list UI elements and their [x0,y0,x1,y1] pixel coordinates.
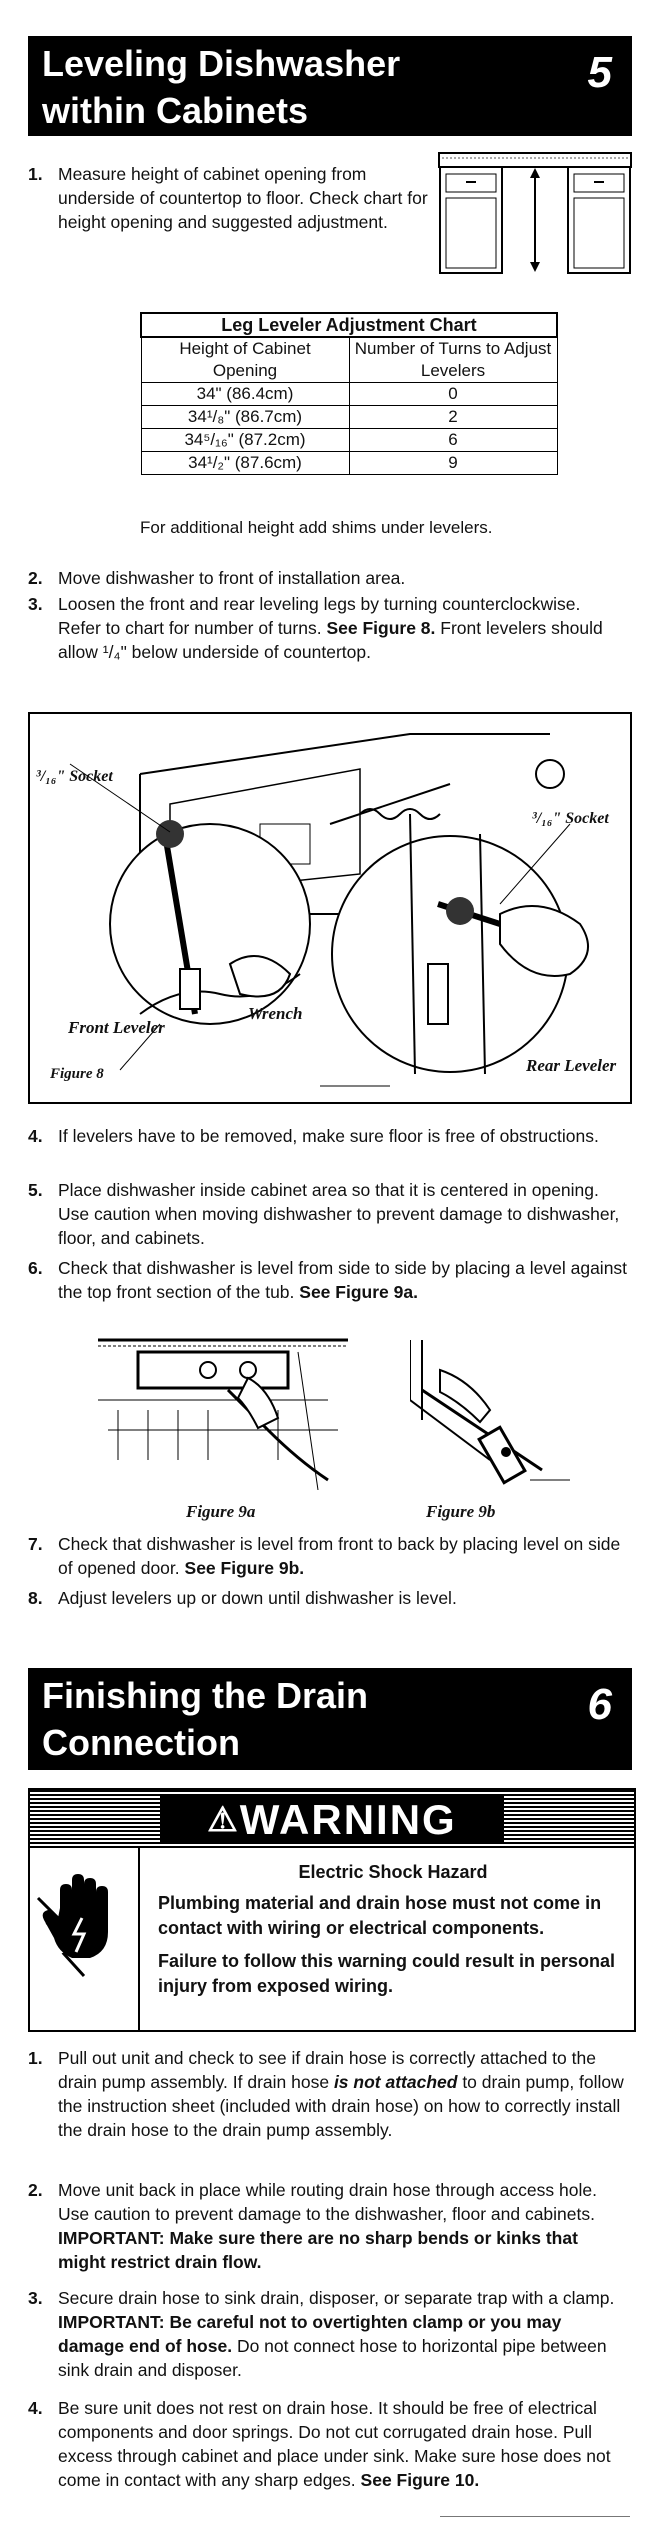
step-text-part: Loosen the front and rear leveling legs … [58,594,581,638]
shock-hazard-icon-cell [30,1848,140,2030]
important-note: IMPORTANT: Make sure there are no sharp … [58,2228,578,2272]
chart-row: 34¹/₂" (87.6cm) 9 [140,451,558,475]
step-number: 5. [28,1180,43,1200]
step-text: Check that dishwasher is level from fron… [58,1532,628,1580]
chart-row: 34" (86.4cm) 0 [140,382,558,406]
chart-title: Leg Leveler Adjustment Chart [140,312,558,338]
step-number: 3. [28,594,43,614]
figure-9a-caption: Figure 9a [186,1502,256,1521]
label-rear-leveler: Rear Leveler [526,1056,617,1075]
step-text-part: Check that dishwasher is level from fron… [58,1534,621,1578]
warning-text: Electric Shock Hazard Plumbing material … [158,1860,628,1999]
figure-8-caption: Figure 8 [50,1066,104,1082]
warning-word: WARNING [239,1796,457,1843]
emphasis-text: is not attached [333,2072,458,2092]
figure-reference: See Figure 9b. [184,1558,305,1578]
step-number: 4. [28,1126,43,1146]
warning-line-1: Plumbing material and drain hose must no… [158,1893,602,1938]
step-text: Move dishwasher to front of installation… [58,568,406,588]
chart-col-header-turns: Number of Turns to Adjust Levelers [348,336,558,383]
step-text: Adjust levelers up or down until dishwas… [58,1588,457,1608]
section-5-header: Leveling Dishwasher within Cabinets 5 [28,36,632,136]
step-text-part: Check that dishwasher is level from side… [58,1258,628,1302]
figure-8-illustration [69,733,589,1087]
section-6-title-line1: Finishing the Drain [42,1675,369,1716]
chart-note: For additional height add shims under le… [140,518,493,537]
step-text-part: Pull out unit and check to see if drain … [58,2048,596,2092]
chart-cell-turns: 2 [348,405,558,429]
chart-cell-turns: 9 [348,451,558,475]
warning-hazard-title: Electric Shock Hazard [298,1862,488,1882]
label-wrench: Wrench [248,1004,303,1023]
warning-line-2: Failure to follow this warning could res… [158,1951,616,1996]
step-number: 3. [28,2288,43,2308]
figure-reference: See Figure 10. [360,2470,480,2490]
bottom-rule [440,2516,630,2517]
step-number: 8. [28,1588,43,1608]
step-text: Loosen the front and rear leveling legs … [58,592,628,664]
section-5-title-line2: within Cabinets [42,90,309,131]
step-text: Measure height of cabinet opening from u… [58,164,428,232]
step-number: 7. [28,1534,43,1554]
figure-9b-caption: Figure 9b [426,1502,496,1521]
leg-leveler-chart: Leg Leveler Adjustment Chart Height of C… [140,312,558,475]
step-text-part: Be sure unit does not rest on drain hose… [58,2398,611,2490]
step-text-part: to drain pump, follow the instruction sh… [58,2072,624,2140]
figure-reference: See Figure 9a. [299,1282,418,1302]
chart-row: 34⁵/₁₆" (87.2cm) 6 [140,428,558,452]
step-text: Place dishwasher inside cabinet area so … [58,1180,620,1248]
step-number: 1. [28,2048,43,2068]
step-text: Secure drain hose to sink drain, dispose… [58,2286,628,2382]
section-5-number: 5 [587,48,612,97]
warning-box: ⚠WARNING Electric Shock Hazard Plumbing … [28,1788,636,2032]
step-text-part: Do not connect hose to horizontal pipe b… [58,2336,607,2380]
important-note: IMPORTANT: Be careful not to overtighten… [58,2312,562,2356]
section-6-number: 6 [587,1680,612,1729]
chart-cell-turns: 6 [348,428,558,452]
warning-triangle-icon: ⚠ [207,1801,240,1839]
step-number: 4. [28,2398,43,2418]
step-text-part: Secure drain hose to sink drain, dispose… [58,2288,615,2308]
section-6-title-line2: Connection [42,1722,240,1763]
figure-9b-illustration [410,1340,570,1485]
chart-cell-height: 34⁵/₁₆" (87.2cm) [140,428,350,452]
figure-reference: See Figure 8. [326,618,436,638]
chart-cell-height: 34¹/₂" (87.6cm) [140,451,350,475]
step-text: Be sure unit does not rest on drain hose… [58,2396,628,2492]
step-text: If levelers have to be removed, make sur… [58,1126,599,1146]
chart-cell-height: 34¹/₈" (86.7cm) [140,405,350,429]
warning-banner-label: ⚠WARNING [160,1796,504,1844]
electric-shock-hand-icon [36,1874,108,1978]
step-number: 2. [28,2180,43,2200]
cabinet-opening-illustration [438,152,632,274]
chart-cell-height: 34" (86.4cm) [140,382,350,406]
section-6-header: Finishing the Drain Connection 6 [28,1668,632,1770]
section-5-title-line1: Leveling Dishwasher [42,43,401,84]
step-number: 6. [28,1258,43,1278]
step-text-part: Move unit back in place while routing dr… [58,2180,597,2224]
step-text: Check that dishwasher is level from side… [58,1256,628,1304]
chart-row: 34¹/₈" (86.7cm) 2 [140,405,558,429]
chart-cell-turns: 0 [348,382,558,406]
section-5-title: Leveling Dishwasher within Cabinets [42,40,400,134]
label-right-socket: ³/₁₆" Socket [532,810,609,827]
step-number: 2. [28,568,43,588]
step-number: 1. [28,164,43,184]
chart-col-header-height: Height of Cabinet Opening [140,336,350,383]
figure-8: ³/₁₆" Socket ³/₁₆" Socket Front Leveler … [28,712,632,1104]
step-text: Pull out unit and check to see if drain … [58,2046,628,2142]
label-front-leveler: Front Leveler [68,1018,165,1037]
label-left-socket: ³/₁₆" Socket [36,768,113,785]
step-text: Move unit back in place while routing dr… [58,2178,628,2274]
step-text-part: Front levelers should allow ¹/₄" below u… [58,618,603,662]
warning-banner: ⚠WARNING [30,1790,634,1848]
section-6-title: Finishing the Drain Connection [42,1672,368,1766]
figure-9a-illustration [98,1338,348,1490]
